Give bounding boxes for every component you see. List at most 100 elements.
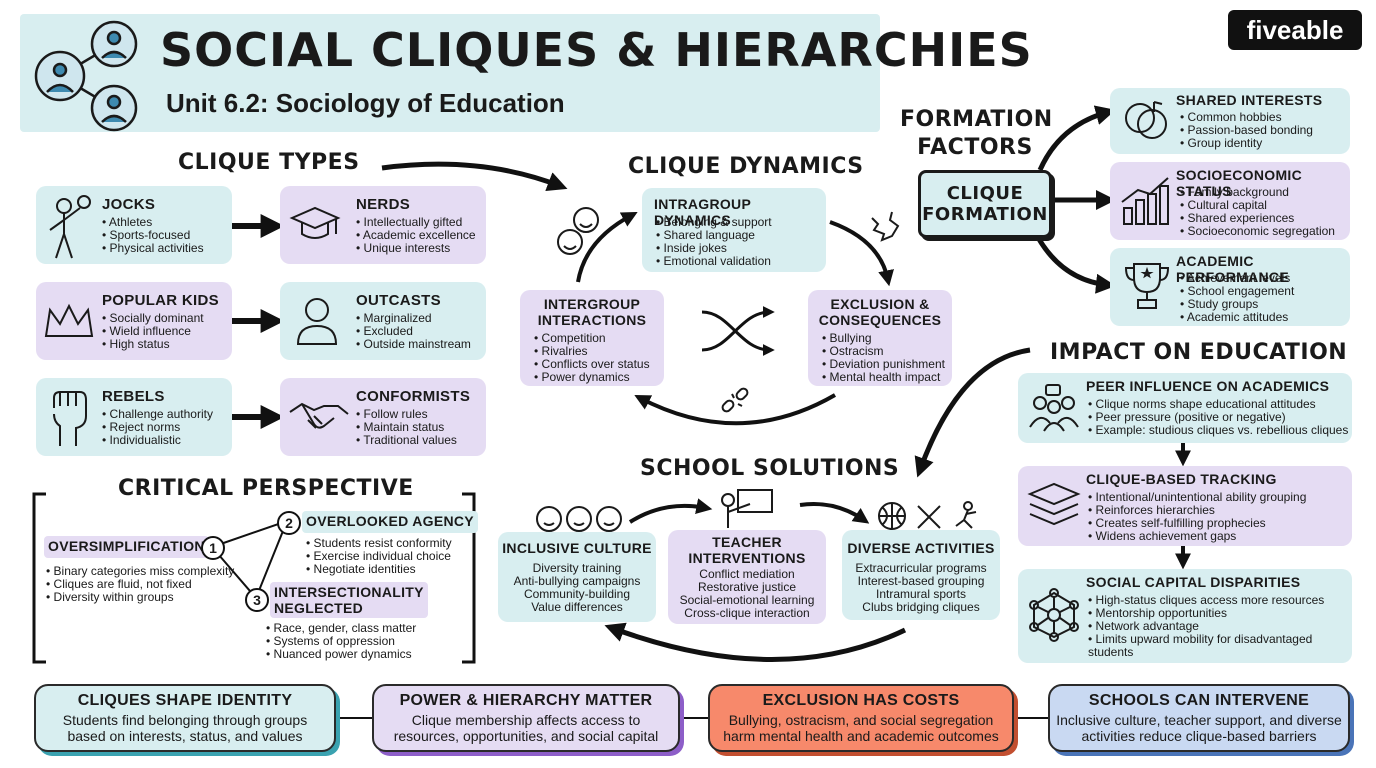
bracket-left [32, 492, 46, 664]
intersectionality-title-1: INTERSECTIONALITY [274, 584, 424, 600]
bullet: Deviation punishment [822, 358, 945, 371]
card-outcasts: OUTCASTS Marginalized Excluded Outside m… [280, 282, 486, 360]
intersectionality-title-2: NEGLECTED [274, 600, 364, 616]
arrow-intragroup-to-exclusion [829, 220, 894, 287]
bullet: Emotional validation [656, 255, 772, 268]
card-title: CLIQUE-BASED TRACKING [1086, 471, 1277, 487]
oversimplification-bullets: Binary categories miss complexity Clique… [46, 565, 235, 604]
takeaway-line-2: resources, opportunities, and social cap… [393, 728, 659, 744]
takeaway-line-1: Students find belonging through groups [62, 712, 308, 728]
line: Diversity training [532, 561, 622, 575]
card-intergroup: INTERGROUP INTERACTIONS Competition Riva… [520, 290, 664, 386]
bullet: Nuanced power dynamics [266, 648, 416, 661]
page-subtitle: Unit 6.2: Sociology of Education [166, 88, 565, 118]
clique-formation-center: CLIQUE FORMATION [918, 170, 1052, 238]
card-bullets: Follow rules Maintain status Traditional… [356, 408, 457, 447]
bullet: Belonging & support [656, 216, 772, 229]
takeaway-schools-intervene: SCHOOLS CAN INTERVENE Inclusive culture,… [1048, 684, 1350, 752]
center-line-2: FORMATION [922, 204, 1048, 225]
card-title: CONFORMISTS [356, 388, 471, 405]
broken-chain-icon [721, 387, 749, 413]
bullet: Family background [1180, 186, 1335, 199]
crown-icon [44, 303, 94, 337]
bullet: Example: studious cliques vs. rebellious… [1088, 424, 1349, 437]
shared-interests-icon [1125, 101, 1167, 139]
arrow-intergroup-to-intragroup [576, 211, 638, 283]
line: Restorative justice [697, 580, 797, 594]
card-jocks: JOCKS Athletes Sports-focused Physical a… [36, 186, 232, 264]
bullet: Network advantage [1088, 620, 1348, 633]
bullet: High-status cliques access more resource… [1088, 594, 1348, 607]
clique-types-heading: CLIQUE TYPES [178, 150, 360, 175]
card-teacher-interventions: TEACHER INTERVENTIONS Conflict mediation… [668, 530, 826, 624]
card-clique-tracking: CLIQUE-BASED TRACKING Intentional/uninte… [1018, 466, 1352, 546]
bullet: Study groups [1180, 298, 1294, 311]
bullet: Ostracism [822, 345, 945, 358]
bullet: Race, gender, class matter [266, 622, 417, 635]
bullet: Challenge authority [102, 408, 213, 421]
bullet: Marginalized [356, 312, 471, 325]
bullet: Socially dominant [102, 312, 204, 325]
card-academic-performance: ACADEMIC PERFORMANCE Achievement levels … [1110, 248, 1350, 326]
arrow-impact-to-solutions [914, 347, 1031, 478]
card-title: POPULAR KIDS [102, 292, 219, 309]
card-exclusion: EXCLUSION & CONSEQUENCES Bullying Ostrac… [808, 290, 952, 386]
bullet: Bullying [822, 332, 945, 345]
card-shared-interests: SHARED INTERESTS Common hobbies Passion-… [1110, 88, 1350, 154]
card-title: PEER INFLUENCE ON ACADEMICS [1086, 378, 1330, 394]
bullet: Competition [534, 332, 650, 345]
card-title-2: INTERACTIONS [537, 312, 647, 328]
bullet: Students resist conformity [306, 537, 452, 550]
card-title: DIVERSE ACTIVITIES [847, 540, 995, 556]
arrow-formation-interests [1037, 105, 1116, 172]
bullet: Exercise individual choice [306, 550, 452, 563]
bullet: Cliques are fluid, not fixed [46, 578, 234, 591]
bullet: Follow rules [356, 408, 457, 421]
bracket-right [462, 492, 476, 664]
arrow-exclusion-to-intergroup [634, 393, 837, 426]
card-nerds: NERDS Intellectually gifted Academic exc… [280, 186, 486, 264]
intersectionality-bullets: Race, gender, class matter Systems of op… [266, 622, 417, 661]
card-title: NERDS [356, 196, 411, 213]
card-title: OUTCASTS [356, 292, 441, 309]
bullet: Intentional/unintentional ability groupi… [1088, 491, 1307, 504]
formation-heading: FORMATION FACTORS [900, 106, 1052, 162]
center-line-1: CLIQUE [946, 183, 1024, 204]
card-lines: Diversity training Anti-bullying campaig… [498, 562, 656, 614]
critical-heading: CRITICAL PERSPECTIVE [118, 476, 414, 501]
bullet: Common hobbies [1180, 111, 1313, 124]
graduation-cap-icon [289, 206, 341, 239]
takeaway-title: CLIQUES SHAPE IDENTITY [77, 692, 293, 709]
raised-fist-icon [53, 391, 87, 446]
bullet: Individualistic [102, 434, 213, 447]
card-socioeconomic-status: SOCIOECONOMIC STATUS Family background C… [1110, 162, 1350, 240]
card-diverse-activities: DIVERSE ACTIVITIES Extracurricular progr… [842, 530, 1000, 620]
bullet: Maintain status [356, 421, 457, 434]
card-bullets: Achievement levels School engagement Stu… [1180, 272, 1294, 324]
bullet: Traditional values [356, 434, 457, 447]
bullet: Mental health impact [822, 371, 945, 384]
group-people-icon [1029, 384, 1079, 432]
card-bullets: Family background Cultural capital Share… [1180, 186, 1335, 238]
layers-icon [1027, 482, 1081, 526]
arrow-diverse-to-inclusive [604, 622, 907, 662]
line: Anti-bullying campaigns [513, 574, 641, 588]
takeaway-line-1: Inclusive culture, teacher support, and … [1056, 712, 1342, 728]
card-bullets: Competition Rivalries Conflicts over sta… [534, 332, 650, 384]
takeaway-exclusion-costs: EXCLUSION HAS COSTS Bullying, ostracism,… [708, 684, 1014, 752]
bullet: Passion-based bonding [1180, 124, 1313, 137]
impact-heading: IMPACT ON EDUCATION [1050, 340, 1348, 365]
bullet: Academic excellence [356, 229, 476, 242]
card-bullets: Clique norms shape educational attitudes… [1088, 398, 1349, 437]
trophy-icon [1124, 263, 1170, 309]
line: Community-building [523, 587, 631, 601]
takeaway-power-hierarchy: POWER & HIERARCHY MATTER Clique membersh… [372, 684, 680, 752]
card-rebels: REBELS Challenge authority Reject norms … [36, 378, 232, 456]
solutions-heading: SCHOOL SOLUTIONS [640, 456, 900, 481]
bullet: Limits upward mobility for disadvantaged… [1088, 633, 1348, 659]
bullet: Physical activities [102, 242, 204, 255]
fiveable-logo[interactable]: fiveable [1228, 10, 1362, 50]
bullet: Intellectually gifted [356, 216, 476, 229]
bullet: Excluded [356, 325, 471, 338]
